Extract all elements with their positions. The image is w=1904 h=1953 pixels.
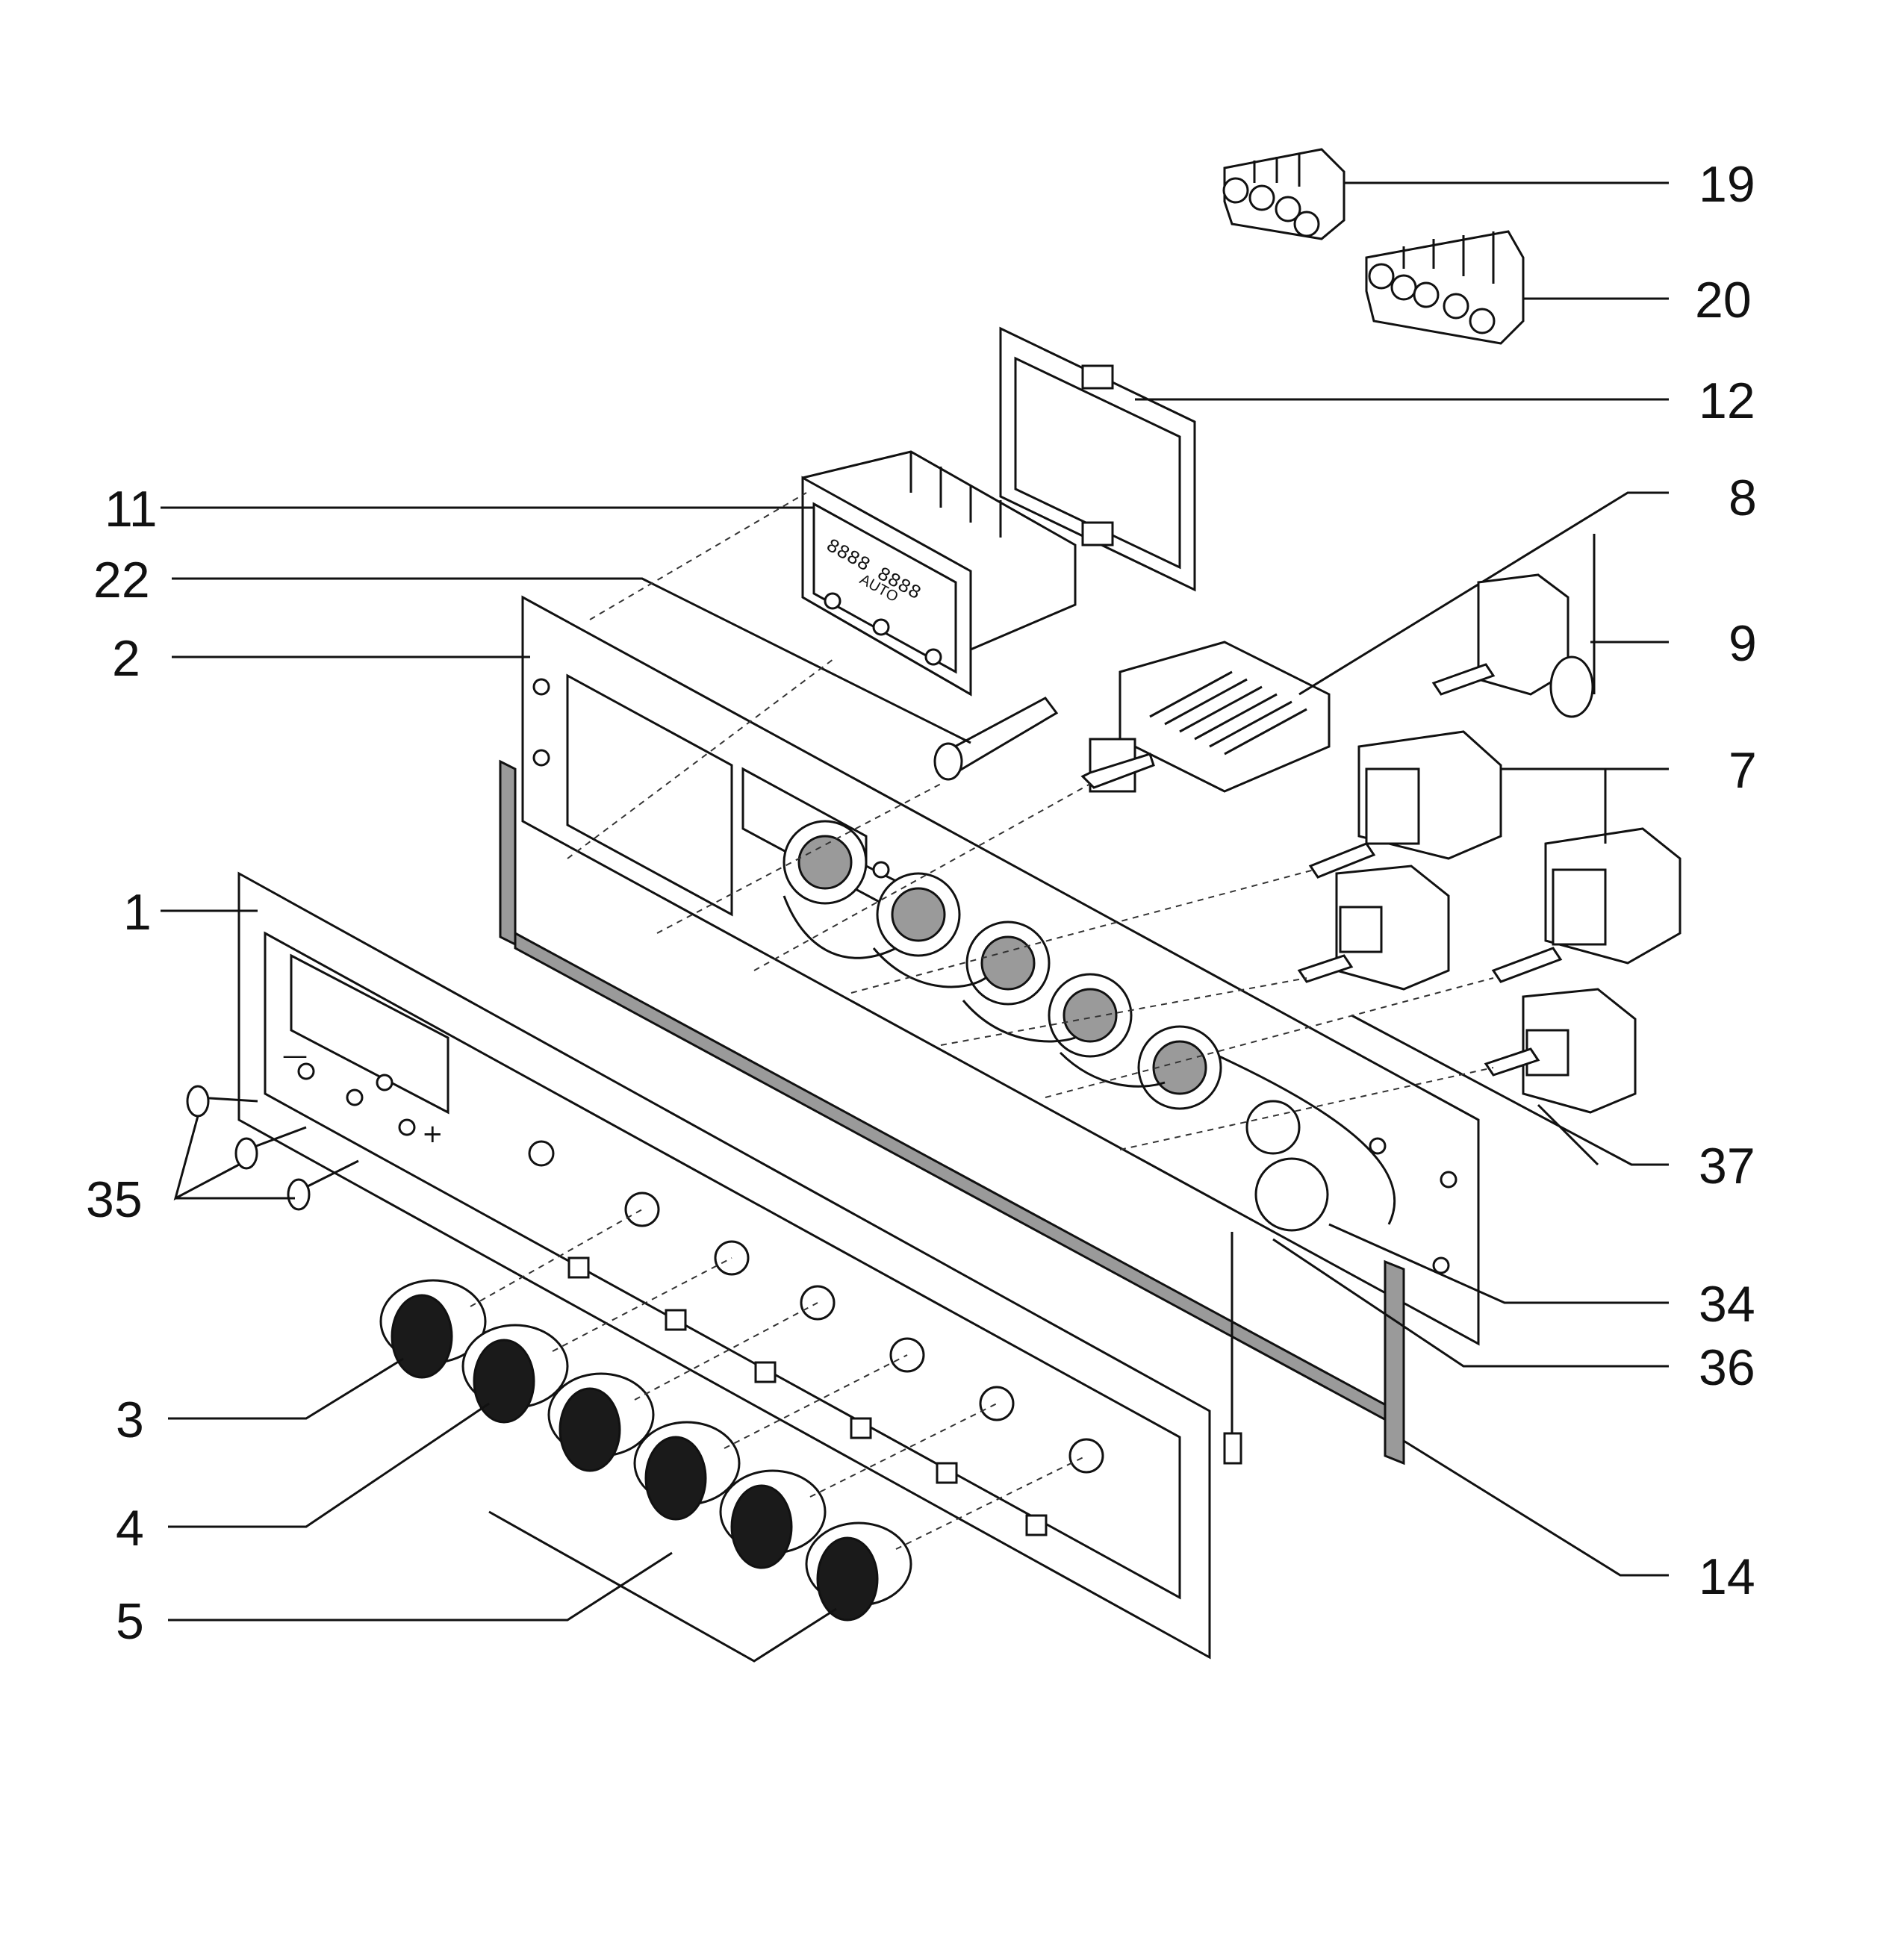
callout-9: 9 (1729, 615, 1757, 672)
switch-ring-assembly (783, 820, 1329, 1465)
callout-36: 36 (1699, 1339, 1755, 1396)
screws-35 (186, 1085, 359, 1211)
leader-34 (1328, 1223, 1669, 1304)
gasket-seal-14 (499, 759, 1405, 1465)
connector-block-20 (1365, 230, 1525, 345)
callout-8: 8 (1729, 470, 1757, 526)
callout-labels: 19 20 12 11 8 22 2 9 7 1 37 35 34 36 3 4… (86, 156, 1757, 1650)
callout-5: 5 (116, 1593, 144, 1650)
selector-switch-8 (1080, 641, 1331, 793)
leader-22 (172, 577, 971, 744)
leader-4 (168, 1402, 490, 1528)
callout-37: 37 (1699, 1138, 1755, 1194)
callout-19: 19 (1699, 156, 1755, 213)
control-knob-5a (547, 1372, 655, 1472)
fascia-minus-symbol: — (282, 1041, 308, 1071)
callout-22: 22 (93, 552, 150, 608)
control-knob-5c (719, 1469, 827, 1569)
leader-14 (1403, 1439, 1669, 1577)
fascia-plus-symbol: + (422, 1119, 444, 1149)
leader-37 (1351, 1014, 1669, 1166)
leader-5-branches (488, 1510, 837, 1663)
connector-block-19 (1222, 148, 1345, 240)
assembly-guide-lines (470, 492, 1494, 1550)
front-fascia-1: — + (237, 871, 1211, 1660)
leader-35 (173, 1115, 240, 1200)
thermostat-9 (1431, 534, 1596, 718)
leader-8 (1298, 491, 1669, 696)
callout-14: 14 (1699, 1548, 1755, 1605)
control-knob-3 (379, 1279, 487, 1379)
control-knob-4 (461, 1324, 569, 1424)
callout-7: 7 (1729, 742, 1757, 799)
callout-12: 12 (1699, 373, 1755, 429)
callout-3: 3 (116, 1392, 144, 1448)
callout-1: 1 (123, 884, 152, 941)
leader-37-branch (1537, 1103, 1599, 1166)
energy-regulator-7b (1491, 827, 1681, 983)
control-knob-5d (805, 1521, 912, 1622)
callout-35: 35 (86, 1171, 143, 1228)
callout-2: 2 (112, 630, 140, 687)
callout-20: 20 (1695, 272, 1752, 328)
indicator-lamp-22 (933, 697, 1059, 781)
leader-3 (168, 1357, 404, 1420)
callout-11: 11 (105, 481, 158, 538)
control-knob-5b (633, 1421, 741, 1521)
regulator-37a (1297, 865, 1450, 991)
leader-5 (168, 1551, 673, 1622)
callout-4: 4 (116, 1500, 144, 1557)
callout-34: 34 (1699, 1276, 1755, 1333)
energy-regulator-7a (1308, 730, 1502, 879)
leader-36 (1272, 1238, 1669, 1368)
regulator-37b (1484, 988, 1637, 1114)
electronic-timer-11: 8888 8888 AUTO (801, 450, 1077, 697)
display-frame-12 (999, 326, 1196, 592)
